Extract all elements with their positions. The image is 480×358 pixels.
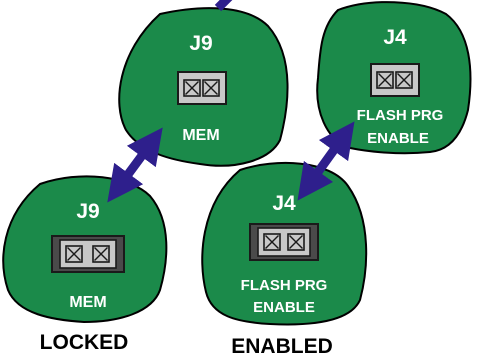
j9-top-label: MEM <box>182 127 219 144</box>
pin-cross-icon <box>183 79 201 97</box>
double-arrow-icon <box>107 127 163 203</box>
incoming-arrow-icon <box>214 0 233 12</box>
j4-bottom-label-line2: ENABLE <box>253 299 315 316</box>
j4-top-name: J4 <box>383 26 407 49</box>
enabled-caption: ENABLED <box>231 335 333 358</box>
j9-bottom-name: J9 <box>76 200 99 223</box>
pin-cross-icon <box>92 245 110 263</box>
j9-bottom-header <box>51 235 125 273</box>
double-arrow-icon <box>297 121 355 201</box>
pin-cross-icon <box>395 71 413 89</box>
pin-cross-icon <box>65 245 83 263</box>
j4-top-header <box>370 63 420 97</box>
j4-bottom-header <box>249 223 319 261</box>
pin-cross-icon <box>287 233 305 251</box>
j9-top-header <box>177 71 227 105</box>
j4-bottom-label-line1: FLASH PRG <box>241 277 328 294</box>
pin-cross-icon <box>376 71 394 89</box>
pin-cross-icon <box>202 79 220 97</box>
j4-top-label-line1: FLASH PRG <box>357 107 444 124</box>
pin-cross-icon <box>263 233 281 251</box>
j9-top-name: J9 <box>189 32 212 55</box>
j4-top-label-line2: ENABLE <box>367 130 429 147</box>
locked-caption: LOCKED <box>40 331 129 354</box>
j4-bottom-name: J4 <box>272 192 296 215</box>
j9-bottom-label: MEM <box>69 294 106 311</box>
